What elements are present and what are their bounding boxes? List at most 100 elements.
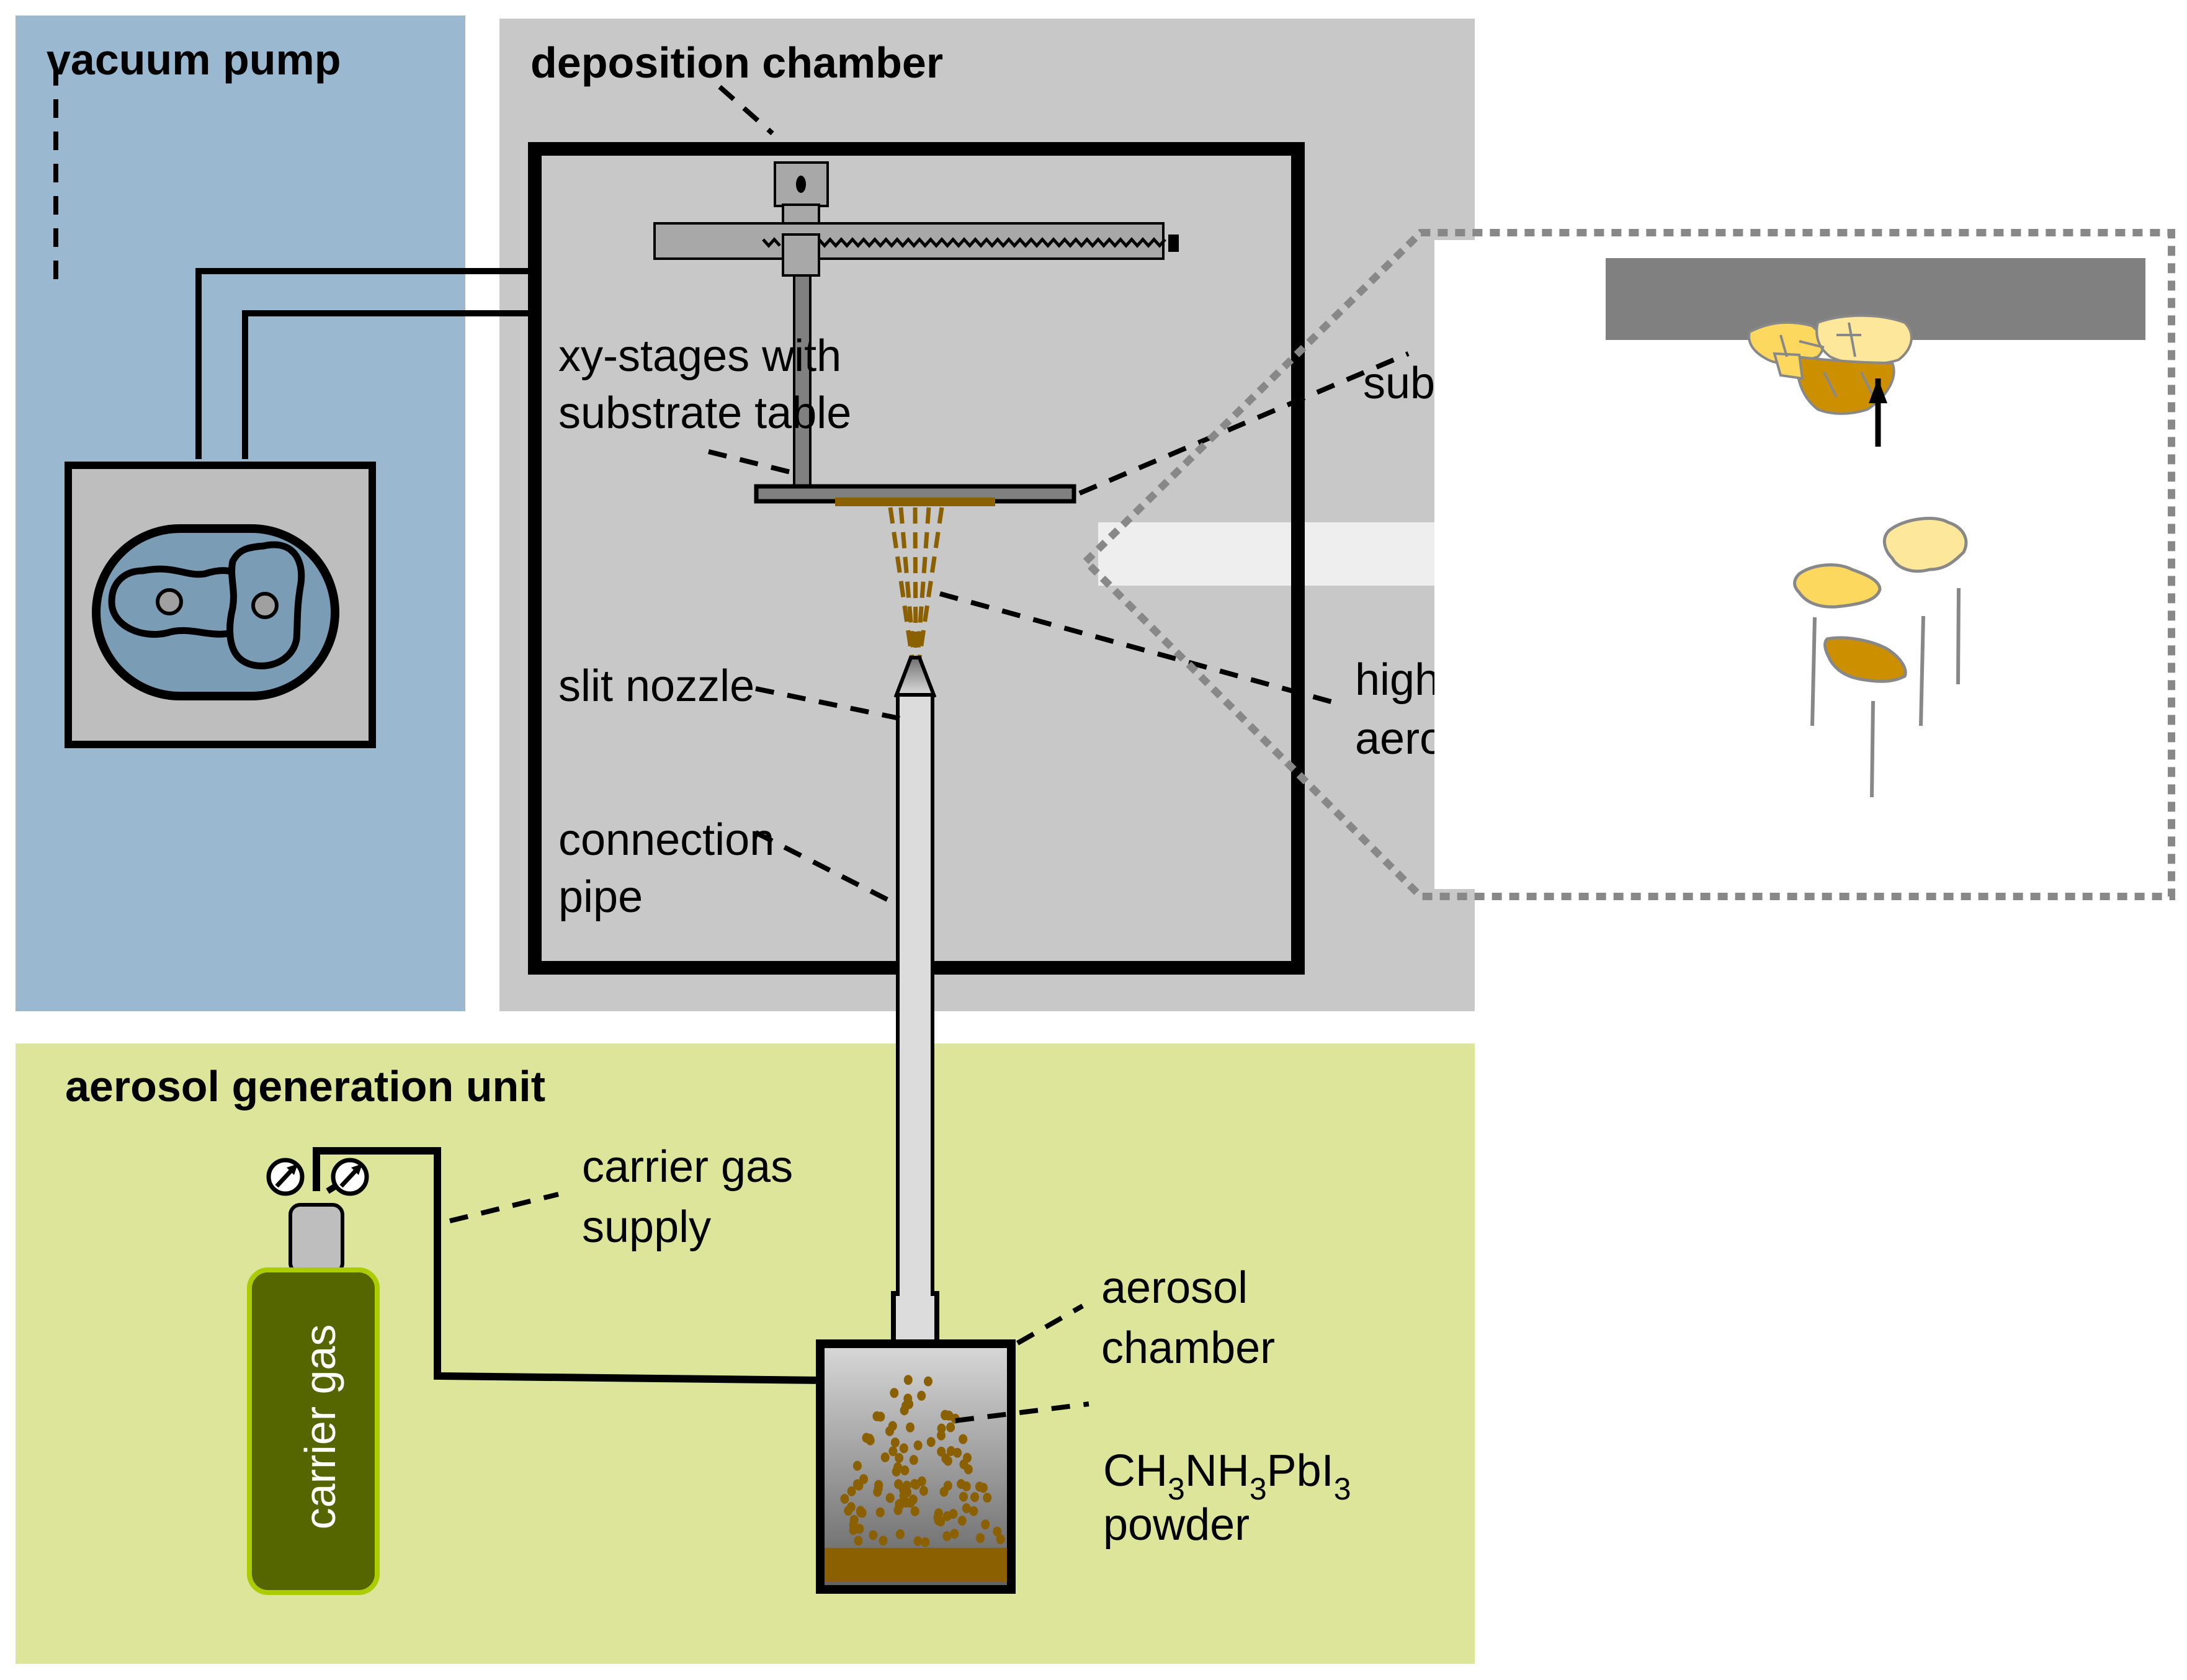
- powder-particle: [846, 1502, 856, 1512]
- particle-dark: [1823, 636, 1907, 683]
- powder-particle: [981, 1519, 990, 1530]
- velocity-streaks: [1810, 588, 1961, 798]
- powder-particle: [959, 1459, 968, 1470]
- powder-particle: [875, 1507, 885, 1517]
- powder-particle: [919, 1486, 928, 1496]
- powder-particle: [885, 1426, 894, 1436]
- powder-particle: [862, 1432, 871, 1443]
- aerosol-jet-leader: [939, 591, 1341, 707]
- powder-particle: [899, 1443, 908, 1454]
- lead-screw-thread-right: [818, 237, 1166, 248]
- pump-pipe-outer: [195, 268, 530, 459]
- powder-particle: [993, 1526, 1002, 1537]
- powder-particle: [978, 1483, 988, 1493]
- powder-particle: [895, 1453, 904, 1463]
- powder-particle: [895, 1529, 905, 1539]
- gauge-right-arrowhead: [351, 1164, 362, 1175]
- aerosol-chamber-label-line2: chamber: [1101, 1323, 1275, 1373]
- powder-particle: [913, 1440, 923, 1450]
- powder-particle: [941, 1410, 950, 1420]
- aerosol-generation-title: aerosol generation unit: [65, 1062, 545, 1110]
- cylinder-valve: [288, 1203, 344, 1275]
- gauge-left-arrowhead: [287, 1164, 298, 1175]
- pipe-collar-inner: [900, 1290, 931, 1346]
- xy-stages-label-line2: substrate table: [558, 388, 851, 438]
- connection-pipe-label-line2: pipe: [558, 872, 643, 922]
- powder-particle: [937, 1446, 946, 1457]
- carrier-gas-line: [313, 1147, 826, 1384]
- powder-particle: [983, 1493, 992, 1503]
- powder-particle: [890, 1388, 899, 1398]
- powder-particle: [957, 1516, 967, 1526]
- powder-particle: [917, 1390, 926, 1401]
- powder-particle: [852, 1460, 862, 1471]
- deposition-chamber-title: deposition chamber: [530, 38, 943, 87]
- pump-rotor-left-hub: [156, 588, 183, 615]
- carrier-gas-cylinder-label: carrier gas: [296, 1325, 344, 1530]
- carrier-gas-supply-label-line1: carrier gas: [582, 1142, 793, 1192]
- powder-particle: [910, 1479, 919, 1489]
- slit-nozzle-leader: [755, 686, 900, 721]
- powder-particle: [840, 1494, 849, 1504]
- powder-particle: [909, 1455, 918, 1465]
- powder-particle: [946, 1422, 955, 1432]
- powder-particle: [857, 1508, 867, 1518]
- powder-particle: [874, 1483, 883, 1493]
- powder-particle: [869, 1530, 878, 1540]
- powder-particle: [910, 1506, 919, 1516]
- lead-screw-thread-left: [762, 237, 781, 248]
- deposited-film: [1748, 314, 1913, 415]
- powder-particle: [917, 1476, 926, 1486]
- powder-formula-label: CH3NH3PbI3: [1103, 1446, 1351, 1506]
- powder-particle: [890, 1437, 900, 1448]
- deposition-chamber-region: [499, 19, 1475, 1011]
- carrier-gas-supply-label-line2: supply: [582, 1202, 711, 1252]
- powder-particle: [859, 1474, 868, 1485]
- powder-particle: [906, 1498, 915, 1508]
- substrate: [835, 498, 995, 506]
- inset-connector-band: [1098, 522, 1475, 586]
- powder-label-line2: powder: [1103, 1500, 1250, 1550]
- powder-bed: [825, 1548, 1007, 1582]
- connection-pipe-label-line1: connection: [558, 815, 774, 865]
- inset-fill: [1434, 240, 2164, 889]
- powder-particle: [900, 1465, 910, 1476]
- powder-particle: [970, 1492, 979, 1503]
- powder-particle: [959, 1491, 968, 1502]
- powder-particle: [895, 1499, 904, 1509]
- powder-particle: [975, 1533, 985, 1544]
- powder-particle: [876, 1411, 885, 1422]
- powder-particle: [921, 1537, 930, 1547]
- powder-particle: [996, 1534, 1005, 1544]
- aerosol-chamber-leader: [1016, 1303, 1084, 1346]
- xy-stages-label-line1: xy-stages with: [558, 331, 841, 381]
- powder-particle: [888, 1446, 898, 1457]
- powder-particle: [950, 1529, 959, 1539]
- lead-screw-knob: [1168, 235, 1179, 252]
- aerosol-jet-spray: [888, 507, 944, 658]
- pump-pipe-inner: [242, 310, 530, 459]
- powder-particle: [926, 1437, 936, 1447]
- particle-mid: [1793, 563, 1882, 609]
- substrate-leader: [1078, 351, 1410, 496]
- powder-particles: [840, 1375, 1005, 1547]
- powder-particle: [903, 1393, 913, 1404]
- particle-light: [1882, 517, 1968, 573]
- powder-particle: [939, 1486, 949, 1497]
- powder-particle: [852, 1479, 862, 1490]
- powder-particle: [854, 1535, 863, 1546]
- stage-rod: [793, 274, 812, 488]
- connection-pipe-leader: [754, 830, 895, 905]
- powder-particle: [903, 1487, 912, 1498]
- powder-particle: [959, 1434, 968, 1444]
- powder-particle: [942, 1511, 952, 1521]
- powder-particle: [962, 1503, 971, 1514]
- powder-particle: [913, 1536, 923, 1547]
- powder-particle: [885, 1493, 895, 1503]
- xy-stage-carriage: [782, 233, 820, 277]
- xy-stages-leader: [708, 449, 801, 477]
- inset-frame: [1080, 229, 2175, 900]
- vacuum-pump-title: vacuum pump: [47, 35, 341, 84]
- deposition-chamber-leader: [718, 85, 774, 135]
